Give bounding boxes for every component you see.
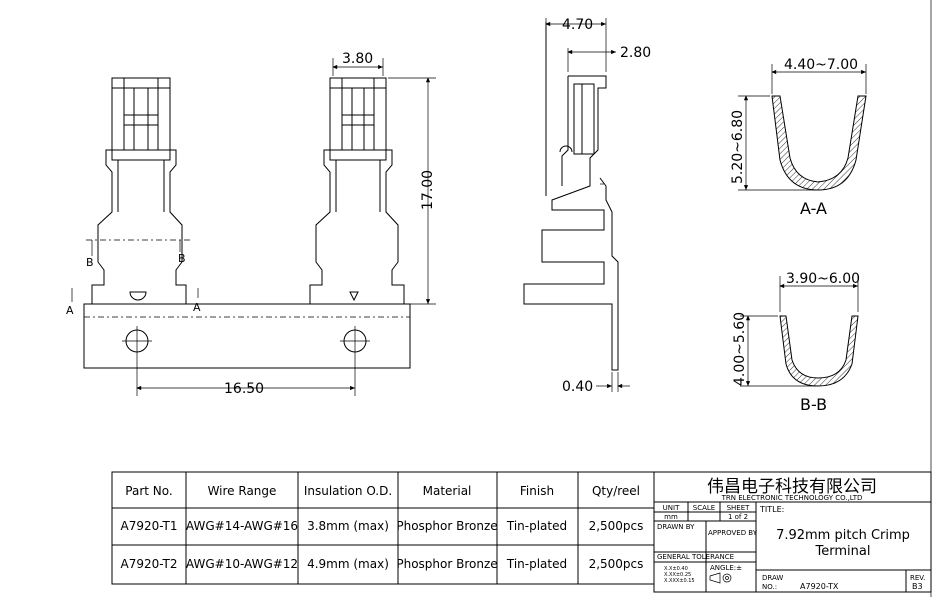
svg-text:0.40: 0.40: [562, 379, 593, 395]
svg-text:16.50: 16.50: [224, 381, 264, 397]
table-cell: 2,500pcs: [589, 519, 644, 533]
section-a-title: A-A: [800, 199, 827, 218]
rev-value: B3: [912, 582, 923, 591]
table-cell: A7920-T1: [121, 519, 178, 533]
terminal-right: [309, 77, 405, 304]
dim-front-height: 17.00: [388, 77, 436, 305]
svg-text:DRAWN BY: DRAWN BY: [657, 523, 695, 531]
svg-text:4.40~7.00: 4.40~7.00: [784, 57, 858, 73]
header-insulation: Insulation O.D.: [304, 484, 392, 498]
draw-no-label2: NO.:: [762, 583, 777, 591]
svg-text:B: B: [86, 256, 94, 269]
section-b-b: 3.90~6.00 4.00~5.60 B-B: [732, 271, 860, 414]
table-cell: Tin-plated: [506, 519, 567, 533]
dim-section-a-width: 4.40~7.00: [771, 57, 867, 94]
dim-section-a-height: 5.20~6.80: [730, 95, 816, 191]
header-wire-range: Wire Range: [208, 484, 277, 498]
drawing-title-line2: Terminal: [815, 544, 871, 559]
draw-no-value: A7920-TX: [800, 582, 839, 591]
svg-text:SCALE: SCALE: [693, 504, 715, 512]
svg-text:4.70: 4.70: [562, 17, 593, 33]
table-cell: 4.9mm (max): [307, 557, 389, 571]
svg-text:B: B: [178, 252, 186, 265]
header-qty: Qty/reel: [592, 484, 640, 498]
title-block: 伟昌电子科技有限公司 TRN ELECTRONIC TECHNOLOGY CO.…: [653, 471, 932, 593]
svg-text:X.XX±0.25: X.XX±0.25: [664, 572, 691, 578]
svg-text:3.80: 3.80: [342, 51, 373, 67]
table-cell: 3.8mm (max): [307, 519, 389, 533]
svg-text:APPROVED BY: APPROVED BY: [708, 529, 758, 537]
carrier-strip: [83, 303, 411, 369]
dim-section-b-height: 4.00~5.60: [732, 312, 816, 387]
rev-label: REV.: [910, 574, 925, 582]
svg-text:TITLE:: TITLE:: [759, 505, 784, 514]
svg-text:ANGLE:±: ANGLE:±: [710, 564, 742, 572]
section-marker-a-right: A: [193, 288, 201, 314]
table-cell: A7920-T2: [121, 557, 178, 571]
spec-table: Part No. Wire Range Insulation O.D. Mate…: [111, 471, 655, 585]
svg-text:X.X±0.40: X.X±0.40: [664, 566, 688, 572]
front-view: B B A A 3.80 17.00: [66, 51, 436, 397]
table-cell: AWG#14-AWG#16: [186, 519, 298, 533]
svg-text:2.80: 2.80: [620, 45, 651, 61]
terminal-left: [86, 77, 190, 304]
dim-side-top2: 2.80: [567, 45, 651, 72]
svg-text:UNIT: UNIT: [663, 504, 680, 512]
dim-side-thickness: 0.40: [562, 372, 630, 395]
svg-text:4.00~5.60: 4.00~5.60: [732, 312, 748, 386]
svg-text:SHEET: SHEET: [727, 504, 751, 512]
section-marker-b-right: B: [178, 240, 186, 265]
pilot-hole-left: [122, 326, 152, 356]
section-marker-a-left: A: [66, 288, 74, 317]
svg-text:1 of 2: 1 of 2: [728, 513, 748, 521]
svg-text:GENERAL TOLERANCE: GENERAL TOLERANCE: [657, 553, 734, 561]
company-name-en: TRN ELECTRONIC TECHNOLOGY CO.,LTD: [721, 494, 863, 502]
table-cell: 2,500pcs: [589, 557, 644, 571]
table-cell: Phosphor Bronze: [396, 557, 497, 571]
company-name-cn: 伟昌电子科技有限公司: [707, 477, 877, 497]
table-cell: AWG#10-AWG#12: [186, 557, 298, 571]
header-part-no: Part No.: [125, 484, 172, 498]
svg-text:X.XXX±0.15: X.XXX±0.15: [664, 578, 695, 584]
table-cell: Phosphor Bronze: [396, 519, 497, 533]
section-b-title: B-B: [800, 395, 827, 414]
section-a-a: 4.40~7.00 5.20~6.80 A-A: [730, 57, 867, 218]
svg-text:A: A: [193, 301, 201, 314]
dim-front-width: 3.80: [332, 51, 384, 76]
svg-text:17.00: 17.00: [420, 170, 436, 210]
svg-text:3.90~6.00: 3.90~6.00: [786, 271, 860, 287]
draw-no-label: DRAW: [762, 574, 783, 582]
header-material: Material: [423, 484, 472, 498]
dim-section-b-width: 3.90~6.00: [779, 271, 860, 312]
table-cell: Tin-plated: [506, 557, 567, 571]
dim-carrier-pitch: 16.50: [136, 356, 356, 397]
section-marker-b-left: B: [86, 240, 94, 269]
pilot-hole-right: [340, 326, 370, 356]
dim-side-top: 4.70: [545, 17, 607, 72]
svg-text:A: A: [66, 304, 74, 317]
drawing-title-line1: 7.92mm pitch Crimp: [776, 528, 910, 543]
projection-symbol-icon: [709, 572, 732, 584]
header-finish: Finish: [520, 484, 554, 498]
svg-text:5.20~6.80: 5.20~6.80: [730, 110, 746, 184]
side-view: 4.70 2.80 0.40: [523, 17, 651, 395]
svg-text:mm: mm: [664, 513, 678, 521]
